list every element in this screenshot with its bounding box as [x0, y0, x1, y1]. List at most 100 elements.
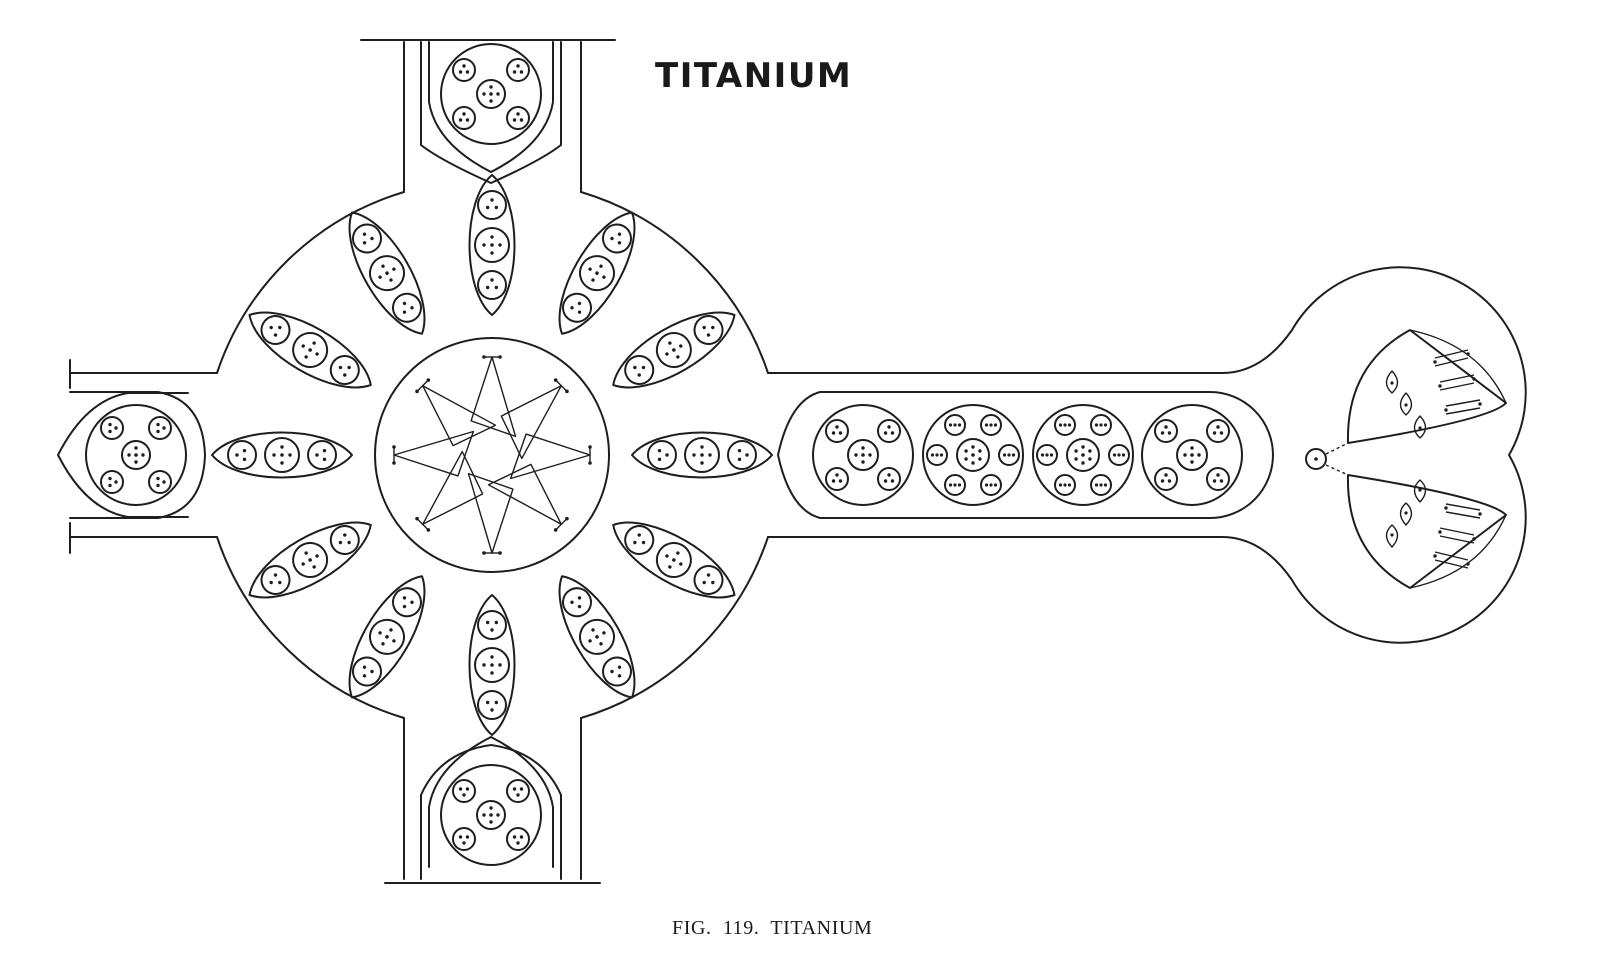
spindle-outline — [558, 211, 636, 335]
sub-sphere — [1176, 439, 1208, 471]
dot — [617, 232, 622, 236]
central-sphere — [374, 337, 610, 573]
star-arm — [509, 433, 591, 480]
dot — [482, 813, 486, 817]
rod — [1439, 527, 1475, 536]
dot — [1074, 449, 1078, 453]
dot — [957, 483, 962, 487]
dot — [1404, 403, 1408, 407]
dot — [676, 355, 680, 359]
dot — [489, 85, 493, 89]
dot — [1058, 483, 1063, 487]
dot — [489, 813, 493, 817]
dot — [370, 669, 374, 674]
dot — [114, 480, 118, 484]
rod-sphere-outline — [812, 404, 914, 506]
dot — [676, 551, 680, 555]
dot — [288, 453, 292, 457]
dot — [494, 205, 499, 210]
sub-sphere — [624, 525, 655, 555]
dot — [512, 118, 517, 122]
dot — [1190, 460, 1194, 464]
dot — [637, 533, 641, 537]
sub-sphere — [121, 440, 151, 470]
dot — [989, 423, 993, 427]
spindle-outline — [348, 211, 426, 335]
dot — [1007, 453, 1011, 457]
dot — [964, 457, 968, 461]
dot — [385, 271, 389, 275]
dot — [890, 431, 895, 435]
dot — [108, 429, 112, 434]
sub-sphere — [926, 444, 948, 466]
dot — [134, 460, 138, 464]
sub-sphere — [655, 542, 692, 578]
dot — [706, 333, 711, 337]
dot — [1466, 352, 1470, 356]
rod-sphere — [1032, 404, 1134, 506]
sub-sphere — [980, 414, 1002, 436]
arm-end-sphere — [440, 764, 542, 866]
dot — [410, 306, 414, 310]
dot — [577, 301, 582, 306]
dot — [838, 479, 843, 483]
dot — [1002, 453, 1007, 457]
dot — [984, 423, 989, 427]
sub-sphere — [392, 292, 422, 323]
star-arm-bar — [416, 379, 429, 392]
sub-sphere — [506, 779, 530, 803]
dot — [1160, 431, 1165, 435]
spindle-group — [468, 174, 516, 316]
dot — [490, 198, 494, 202]
drop — [1385, 524, 1399, 548]
star-arm — [470, 356, 517, 438]
dot — [577, 596, 582, 600]
dot — [426, 378, 431, 382]
dot — [672, 348, 676, 352]
dot — [602, 275, 606, 279]
dot — [1216, 473, 1220, 477]
star-arm-bar — [555, 379, 568, 392]
shield-outline — [428, 736, 554, 868]
star-arm — [422, 450, 484, 525]
dot — [1444, 506, 1448, 510]
sub-sphere — [1206, 467, 1230, 491]
sub-sphere — [452, 779, 476, 803]
sub-sphere — [602, 656, 632, 687]
rod — [1445, 503, 1481, 511]
sub-sphere — [260, 565, 291, 595]
dot — [1466, 562, 1470, 566]
dot — [304, 551, 308, 555]
dot — [633, 365, 637, 370]
dot — [1094, 483, 1099, 487]
rod — [1439, 374, 1475, 383]
dot — [273, 573, 278, 577]
sub-sphere — [148, 416, 172, 440]
funnel — [1346, 329, 1507, 444]
sub-sphere — [476, 800, 506, 830]
dot — [278, 325, 282, 330]
dot — [392, 267, 396, 271]
dot — [347, 540, 351, 545]
dot — [588, 461, 592, 465]
dot — [1099, 423, 1103, 427]
sub-sphere — [980, 474, 1002, 496]
sub-sphere — [1108, 444, 1130, 466]
rod-sphere-outline — [922, 404, 1024, 506]
dot — [512, 787, 517, 791]
dot — [883, 479, 888, 483]
dot — [465, 787, 470, 791]
spindle-group — [468, 594, 516, 736]
dot — [668, 565, 672, 569]
dot — [156, 483, 160, 488]
dot — [591, 278, 595, 282]
dot — [490, 235, 494, 239]
dot — [385, 635, 389, 639]
sub-sphere — [1036, 444, 1058, 466]
dot — [482, 92, 486, 96]
dot — [565, 516, 569, 521]
dot — [315, 453, 319, 457]
dot — [1160, 479, 1165, 483]
star-arm — [467, 472, 514, 554]
